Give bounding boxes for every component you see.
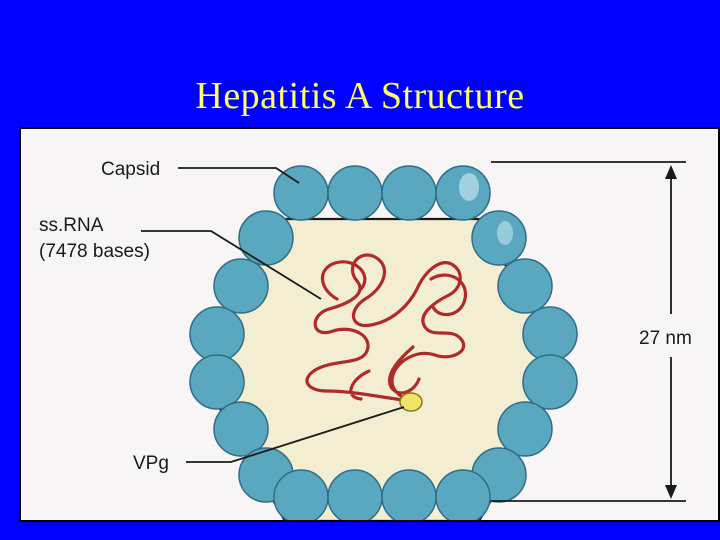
capsomere	[189, 306, 245, 362]
slide-title: Hepatitis A Structure	[195, 75, 525, 117]
vpg-label: VPg	[133, 453, 169, 474]
capsomere	[327, 469, 383, 520]
capsomere	[381, 165, 437, 221]
capsomere-highlight	[497, 221, 513, 245]
capsomere	[238, 210, 294, 266]
capsomere	[213, 401, 269, 457]
dimension-arrow-up-icon	[665, 165, 677, 179]
capsomere	[273, 469, 329, 520]
capsomere	[497, 258, 553, 314]
capsomere	[213, 258, 269, 314]
capsomere	[497, 401, 553, 457]
rna-strand-loop	[320, 260, 467, 395]
ssrna-leader-line	[141, 230, 322, 300]
virus-structure-figure: Capsid ss.RNA (7478 bases) VPg 27 nm	[19, 127, 720, 522]
dimension-label: 27 nm	[639, 328, 692, 349]
capsomere	[189, 354, 245, 410]
dimension-arrow-down-icon	[665, 485, 677, 499]
ssrna-label-line2: (7478 bases)	[39, 241, 150, 262]
rna-strand	[305, 253, 466, 403]
capsid-leader-line	[178, 167, 300, 184]
capsomere	[522, 306, 578, 362]
virus-diagram: Capsid ss.RNA (7478 bases) VPg 27 nm	[39, 159, 692, 520]
vpg-protein	[399, 392, 423, 412]
vpg-leader-line	[186, 406, 405, 463]
capsomere-highlight	[459, 173, 479, 201]
capsomere	[273, 165, 329, 221]
capsomere	[435, 469, 491, 520]
capsomere	[327, 165, 383, 221]
capsid-label: Capsid	[101, 159, 160, 180]
capsomere	[381, 469, 437, 520]
ssrna-label-line1: ss.RNA	[39, 215, 104, 236]
capsomere	[522, 354, 578, 410]
